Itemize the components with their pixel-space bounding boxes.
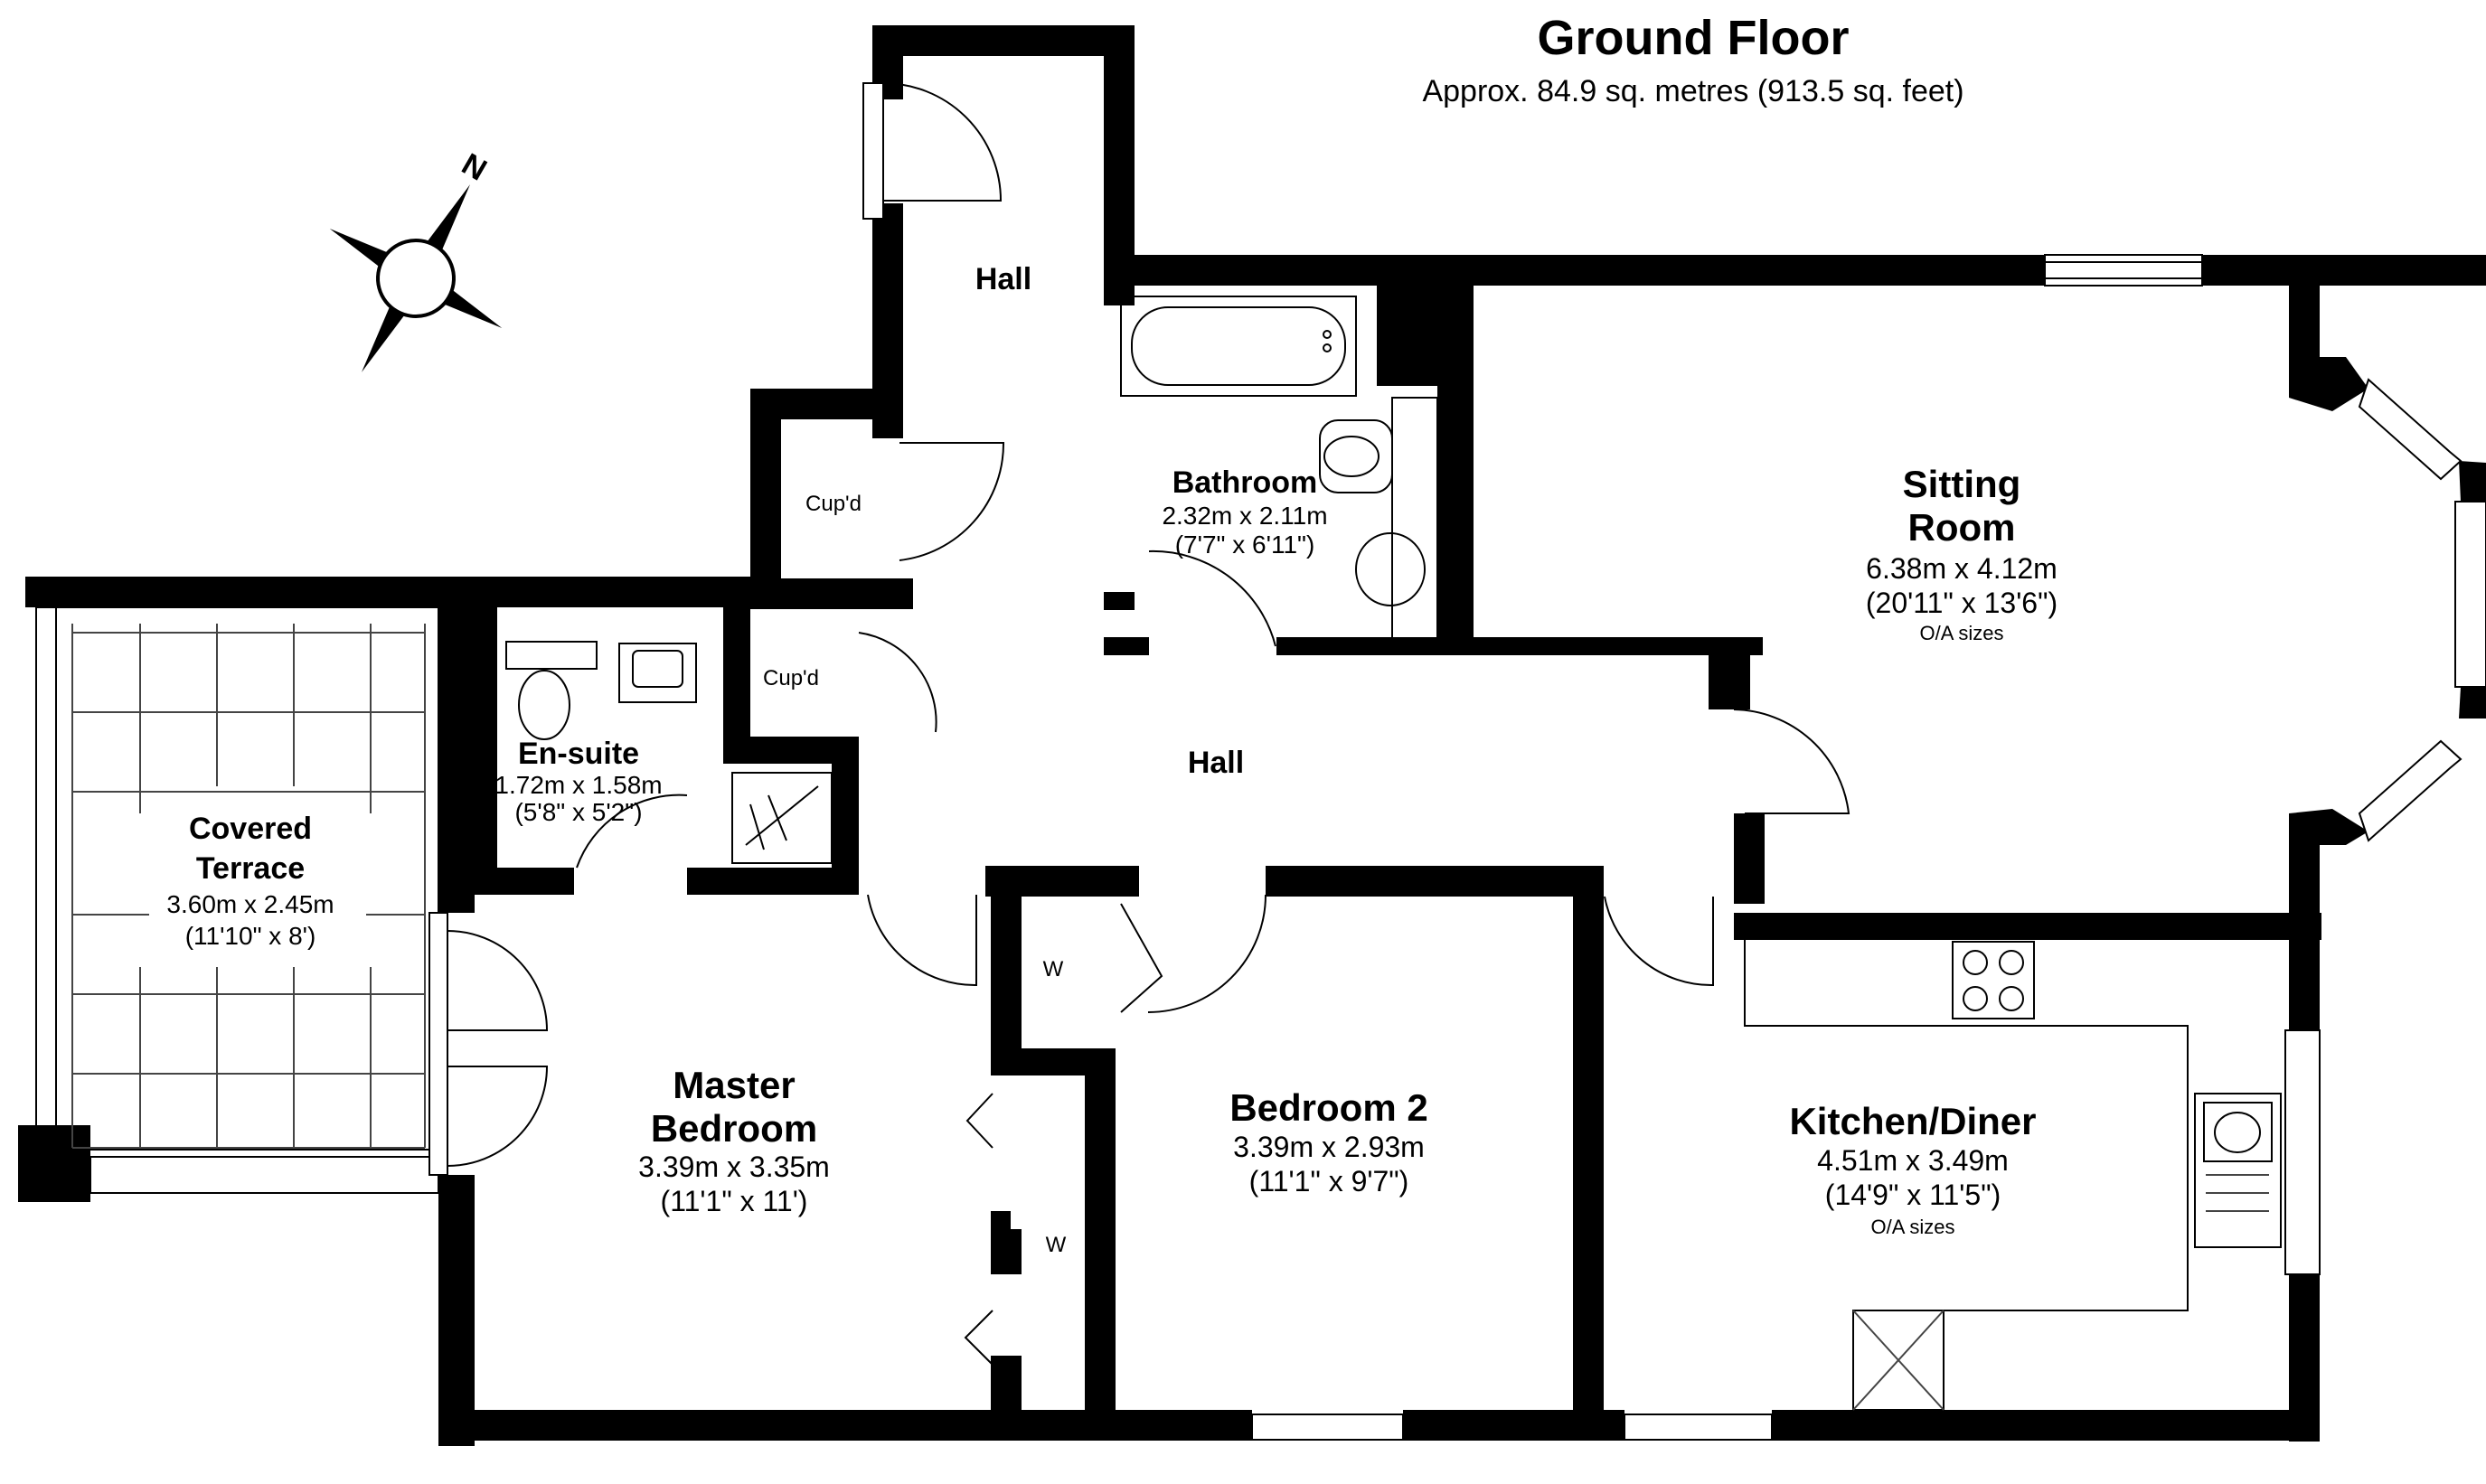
room-kitchen-note: O/A sizes (1871, 1216, 1955, 1238)
room-wardrobe-lower-label: W (1046, 1233, 1067, 1257)
room-bedroom2-name: Bedroom 2 (1229, 1086, 1427, 1129)
room-bathroom-metric: 2.32m x 2.11m (1162, 502, 1327, 530)
room-sitting-imperial: (20'11" x 13'6") (1866, 587, 2058, 619)
room-terrace-name-line2: Terrace (196, 851, 305, 886)
floor-area: Approx. 84.9 sq. metres (913.5 sq. feet) (1422, 74, 1963, 108)
room-sitting-note: O/A sizes (1920, 622, 2004, 644)
room-sitting-name-line1: Sitting (1903, 463, 2021, 505)
room-master-name-line1: Master (673, 1064, 795, 1106)
room-terrace-metric: 3.60m x 2.45m (166, 890, 334, 918)
room-bathroom-imperial: (7'7" x 6'11") (1175, 531, 1315, 559)
room-ensuite-imperial: (5'8" x 5'2") (514, 798, 642, 826)
room-cupd-lower-name: Cup'd (763, 666, 819, 690)
room-hall-main-name: Hall (1188, 746, 1244, 780)
room-terrace-name-line1: Covered (189, 812, 312, 846)
room-master-imperial: (11'1" x 11') (661, 1185, 808, 1217)
room-kitchen-imperial: (14'9" x 11'5") (1825, 1179, 2001, 1211)
room-bedroom2-metric: 3.39m x 2.93m (1233, 1131, 1425, 1163)
room-cupd-upper-name: Cup'd (805, 492, 862, 516)
room-hall-upper-name: Hall (975, 262, 1031, 296)
room-ensuite-metric: 1.72m x 1.58m (494, 771, 662, 799)
floor-title: Ground Floor (1538, 11, 1850, 65)
room-master-name-line2: Bedroom (651, 1107, 817, 1150)
compass-icon (329, 184, 503, 372)
room-bedroom2-imperial: (11'1" x 9'7") (1249, 1165, 1409, 1198)
room-kitchen-name: Kitchen/Diner (1789, 1100, 2036, 1142)
room-ensuite-name: En-suite (518, 737, 639, 771)
room-kitchen-metric: 4.51m x 3.49m (1817, 1144, 2009, 1177)
room-sitting-metric: 6.38m x 4.12m (1866, 552, 2058, 585)
room-sitting-name-line2: Room (1908, 506, 2016, 549)
room-wardrobe-upper-label: W (1043, 957, 1064, 982)
room-terrace-imperial: (11'10" x 8') (185, 922, 316, 950)
room-master-metric: 3.39m x 3.35m (638, 1151, 830, 1183)
fixtures (35, 82, 2486, 1441)
compass-north-label: N (456, 147, 492, 188)
walls (18, 25, 2486, 1446)
room-bathroom-name: Bathroom (1172, 465, 1318, 500)
